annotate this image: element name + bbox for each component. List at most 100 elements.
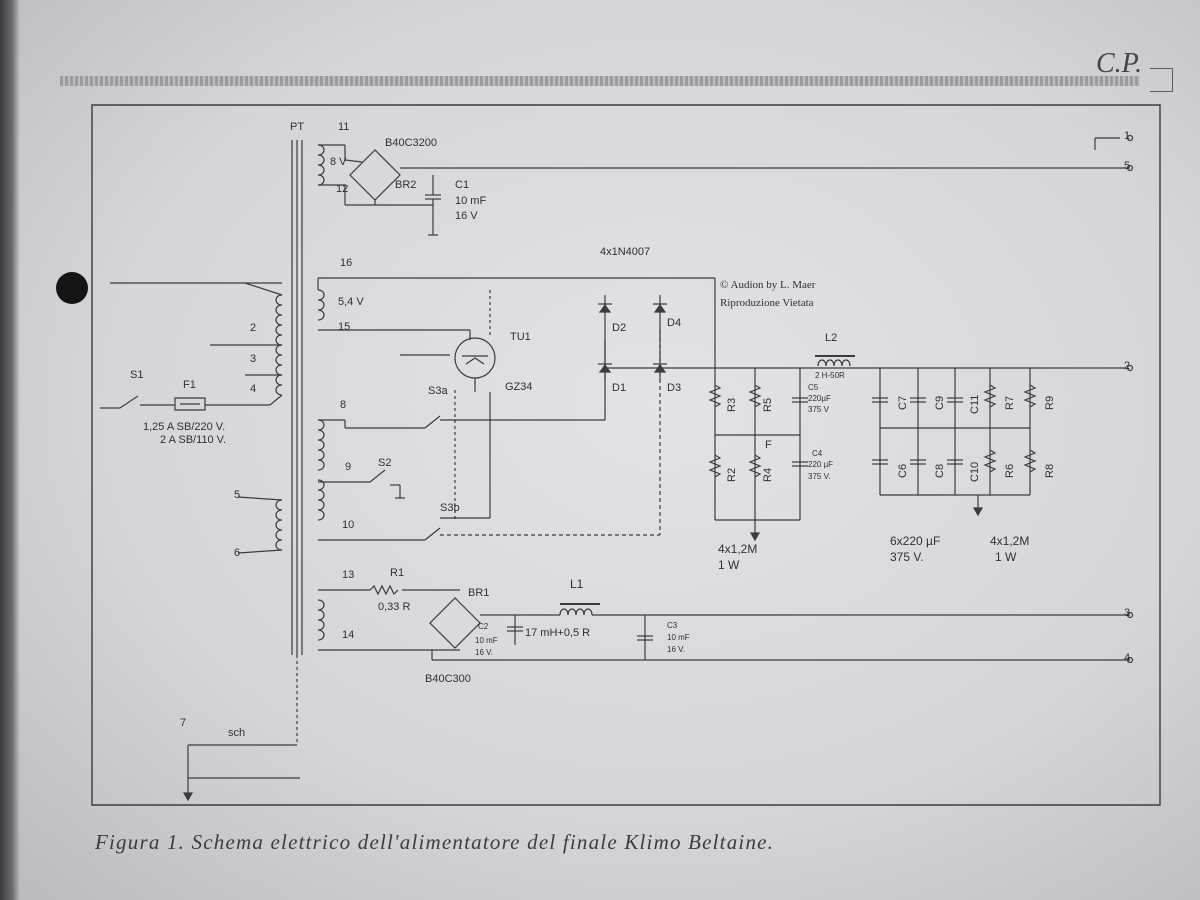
label-c1-voltage: 16 V <box>455 210 478 222</box>
label-c1-capacitance: 10 mF <box>455 195 487 207</box>
label-tap-11: 11 <box>338 121 350 133</box>
output-label-2: 2 <box>1124 360 1131 372</box>
secondary-13-14 <box>318 586 1130 660</box>
label-br1: BR1 <box>468 587 490 599</box>
label-c2-capacitance: 10 mF <box>475 636 498 645</box>
label-c3-capacitance: 10 mF <box>667 633 690 642</box>
label-s2: S2 <box>378 457 392 469</box>
label-d1: D1 <box>612 382 627 394</box>
label-res-left-power: 1 W <box>718 558 740 572</box>
label-f1: F1 <box>183 379 196 391</box>
page-mark: C.P. <box>1096 48 1143 79</box>
label-r1-value: 0,33 R <box>378 601 411 613</box>
label-tu1: TU1 <box>510 331 531 343</box>
label-r5: R5 <box>762 397 774 412</box>
label-diodes: 4x1N4007 <box>600 246 651 258</box>
output-label-3: 3 <box>1124 607 1131 619</box>
mains-input <box>100 396 245 410</box>
bridge-br1 <box>430 598 480 648</box>
label-s3b: S3b <box>440 502 460 514</box>
secondary-8v <box>318 145 1130 235</box>
label-caps-voltage: 375 V. <box>890 550 924 564</box>
bridge-br2 <box>350 150 400 200</box>
label-gz34: GZ34 <box>505 381 533 393</box>
label-r6: R6 <box>1004 463 1016 478</box>
label-r2: R2 <box>726 467 738 482</box>
label-tap-5: 5 <box>234 489 241 501</box>
label-fuse-rating-220: 1,25 A SB/220 V. <box>143 421 226 433</box>
label-c1: C1 <box>455 179 470 191</box>
copyright-line-2: Riproduzione Vietata <box>720 297 814 309</box>
label-tap-12: 12 <box>336 183 349 195</box>
label-c5-capacitance: 220µF <box>808 394 831 403</box>
label-b40c3200: B40C3200 <box>385 137 437 149</box>
primary-winding <box>110 283 282 553</box>
label-r3: R3 <box>726 397 738 412</box>
diode-d4 <box>655 305 665 312</box>
label-c3-voltage: 16 V. <box>667 645 685 654</box>
label-l1-value: 17 mH+0,5 R <box>525 627 591 639</box>
label-5-4v: 5,4 V <box>338 296 364 308</box>
label-tap-14: 14 <box>342 629 355 641</box>
label-d4: D4 <box>667 317 682 329</box>
label-tap-9: 9 <box>345 461 352 473</box>
label-c5-voltage: 375 V <box>808 405 829 414</box>
output-label-5: 5 <box>1124 160 1131 172</box>
label-c2: C2 <box>478 622 489 631</box>
output-terminals <box>1095 136 1133 663</box>
figure-caption: Figura 1. Schema elettrico dell'alimenta… <box>95 830 775 854</box>
page-shadow-edge <box>0 0 20 900</box>
label-c9: C9 <box>934 395 946 410</box>
filter-bank-left <box>710 368 808 540</box>
label-br2: BR2 <box>395 179 417 191</box>
label-tap-16: 16 <box>340 257 353 269</box>
fuse-f1 <box>175 398 205 410</box>
label-c4: C4 <box>812 449 823 458</box>
label-c4-capacitance: 220 µF <box>808 460 834 469</box>
label-res-right-power: 1 W <box>995 550 1017 564</box>
output-label-1: 1 <box>1124 130 1131 142</box>
copyright-line-1: © Audion by L. Maer <box>720 279 816 291</box>
label-c7: C7 <box>897 395 909 410</box>
page-corner-bracket <box>1150 68 1173 92</box>
output-label-4: 4 <box>1124 652 1131 664</box>
label-tap-7: 7 <box>180 717 187 729</box>
label-c2-voltage: 16 V. <box>475 648 493 657</box>
header-band <box>60 76 1140 86</box>
transformer-core <box>292 140 302 745</box>
ground-screen <box>184 745 300 800</box>
diode-d2 <box>600 305 610 312</box>
label-r8: R8 <box>1044 463 1056 478</box>
label-d2: D2 <box>612 322 627 334</box>
label-c4-voltage: 375 V. <box>808 472 831 481</box>
label-d3: D3 <box>667 382 682 394</box>
label-tap-15: 15 <box>338 321 351 333</box>
label-tap-3: 3 <box>250 353 257 365</box>
label-l1: L1 <box>570 577 584 591</box>
filter-bank-right <box>872 368 1035 515</box>
secondary-hv <box>318 330 660 540</box>
label-l2-value: 2 H-50R <box>815 371 845 380</box>
label-caps-count: 6x220 µF <box>890 534 941 548</box>
label-l2: L2 <box>825 332 838 344</box>
label-res-left-count: 4x1,2M <box>718 542 758 556</box>
label-c8: C8 <box>934 463 946 478</box>
label-tap-10: 10 <box>342 519 355 531</box>
label-tap-6: 6 <box>234 547 241 559</box>
label-tap-2: 2 <box>250 322 257 334</box>
label-tap-4: 4 <box>250 383 257 395</box>
label-r1: R1 <box>390 567 405 579</box>
label-s3a: S3a <box>428 385 448 397</box>
label-res-right-count: 4x1,2M <box>990 534 1030 548</box>
schematic-frame <box>92 105 1160 805</box>
label-8v: 8 V <box>330 156 347 168</box>
label-s1: S1 <box>130 369 144 381</box>
label-r7: R7 <box>1004 395 1016 410</box>
choke-l2 <box>815 356 855 366</box>
label-pt: PT <box>290 121 305 133</box>
label-c3: C3 <box>667 621 678 630</box>
label-fuse-f: F <box>765 439 772 451</box>
label-c11: C11 <box>969 394 981 414</box>
